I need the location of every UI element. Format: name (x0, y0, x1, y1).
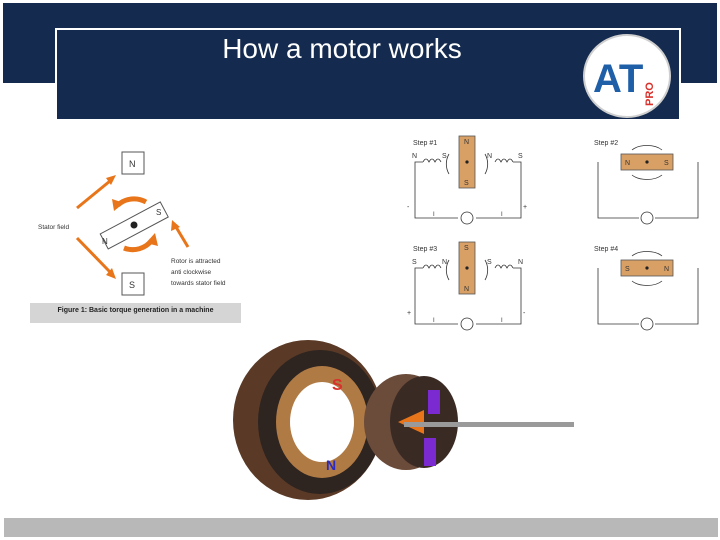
step-3-label: Step #3 (413, 246, 437, 253)
step-1-current-2: I (501, 212, 503, 218)
step-3-minus: - (523, 310, 526, 317)
step-1-minus: - (407, 204, 410, 211)
step-3-pole-4: N (518, 259, 523, 266)
step-3-pole-1: S (412, 259, 417, 266)
step-1-diagram: Step #1 N S N S N S - + I I (407, 135, 527, 225)
figure-caption-bar: Figure 1: Basic torque generation in a m… (30, 303, 241, 323)
stator-field-label: Stator field (38, 224, 69, 231)
step-3-diagram: Step #3 S N S N S N + - I I (407, 241, 526, 331)
step-3-current-1: I (433, 318, 435, 324)
note-line-3: towards stator field (171, 280, 226, 287)
logo-sub: PRO (644, 82, 656, 106)
step-1-pole-3: N (487, 153, 492, 160)
step-2-label: Step #2 (594, 140, 618, 147)
step-1-rotor-bottom: S (464, 180, 469, 187)
step-3-pole-2: N (442, 259, 447, 266)
step-4-label: Step #4 (594, 246, 618, 253)
rotor-n-label: N (102, 237, 108, 246)
title-box: How a motor works (55, 28, 681, 121)
step-1-rotor-top: N (464, 139, 469, 146)
torque-diagram: N S N S Stator field Rotor is attracted … (38, 151, 226, 296)
step-3-pole-3: S (487, 259, 492, 266)
stator-n-label: N (326, 457, 336, 473)
step-4-rotor-right: N (664, 266, 669, 273)
step-1-pole-4: S (518, 153, 523, 160)
motor-photo: S N (233, 340, 574, 500)
step-3-current-2: I (501, 318, 503, 324)
step-3-plus: + (407, 310, 411, 317)
step-4-rotor-left: S (625, 266, 630, 273)
note-line-2: anti clockwise (171, 269, 211, 276)
step-3-rotor-top: S (464, 245, 469, 252)
step-2-rotor-right: S (664, 160, 669, 167)
footer-bar (4, 518, 718, 537)
stator-s-label: S (332, 377, 343, 394)
step-1-pole-2: S (442, 153, 447, 160)
atpro-logo: AT PRO (583, 34, 671, 118)
note-line-1: Rotor is attracted (171, 258, 221, 265)
step-3-rotor-bottom: N (464, 286, 469, 293)
step-1-plus: + (523, 204, 527, 211)
pole-bottom-label: S (129, 280, 135, 290)
step-2-rotor-left: N (625, 160, 630, 167)
figure-caption: Figure 1: Basic torque generation in a m… (57, 307, 214, 314)
rotor-s-label: S (156, 208, 161, 217)
logo-letters: AT (593, 57, 643, 101)
step-1-current-1: I (433, 212, 435, 218)
pole-top-label: N (129, 159, 136, 169)
slide-title: How a motor works (222, 33, 462, 64)
step-2-diagram: Step #2 N S (594, 140, 699, 225)
step-1-label: Step #1 (413, 140, 437, 147)
step-1-pole-1: N (412, 153, 417, 160)
step-4-diagram: Step #4 S N (594, 246, 699, 331)
